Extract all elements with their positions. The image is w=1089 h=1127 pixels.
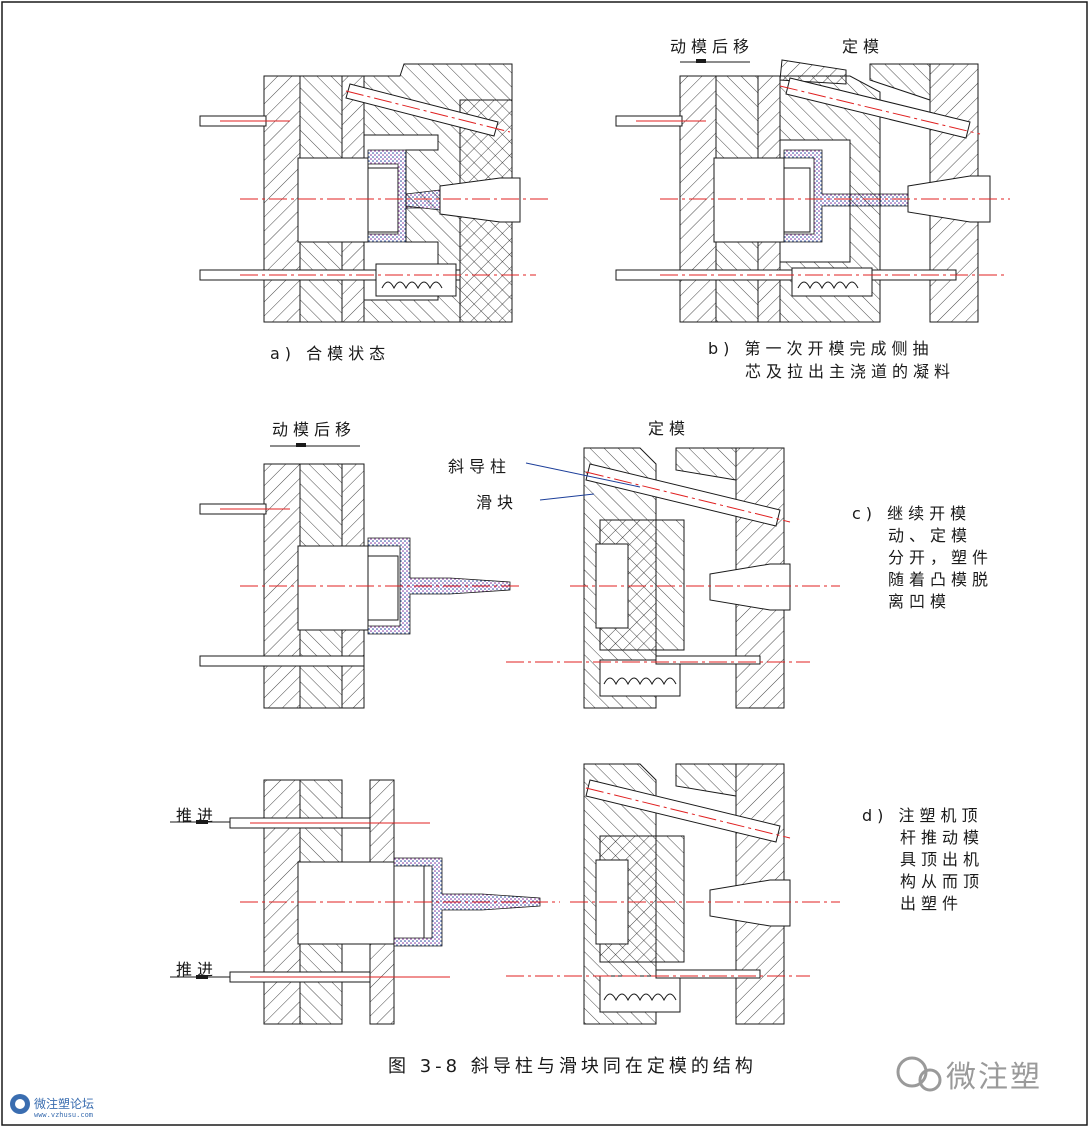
push-label-top: 推进	[176, 806, 219, 825]
panel-b-label-line1: b) 第一次开模完成侧抽	[708, 339, 934, 358]
panel-d-drawing	[170, 763, 840, 1025]
angle-pin-leader	[525, 462, 641, 488]
core	[297, 157, 369, 243]
panel-b-fixed-label: 定模	[842, 37, 885, 56]
watermark-forum: 微注塑论坛	[34, 1097, 95, 1111]
panel-d-desc-2: 杆推动模	[900, 828, 985, 847]
panel-c-moving-label: 动模后移	[272, 420, 357, 439]
panel-d-desc-3: 具顶出机	[900, 850, 985, 869]
watermark-brand: 微注塑	[946, 1060, 1042, 1095]
panel-d-desc-5: 出塑件	[900, 894, 964, 913]
push-label-bottom: 推进	[176, 960, 219, 979]
panel-d-desc-4: 构从而顶	[900, 872, 985, 891]
slider-callout: 滑块	[476, 493, 519, 512]
watermark-url: www.vzhusu.com	[34, 1111, 94, 1119]
panel-c-desc-4: 随着凸模脱	[888, 570, 994, 589]
panel-c-desc-5: 离凹模	[888, 592, 952, 611]
sprue-bushing	[439, 177, 521, 223]
angle-pin	[345, 83, 499, 137]
panel-a-label: a) 合模状态	[270, 344, 391, 363]
panel-b-label-line2: 芯及拉出主浇道的凝料	[745, 362, 956, 381]
panel-a-drawing	[199, 63, 548, 323]
slider-leader	[539, 493, 595, 501]
panel-b-drawing	[615, 59, 1010, 323]
panel-c-drawing	[199, 443, 840, 709]
panel-c-desc-1: c) 继续开模	[852, 504, 972, 523]
panel-c-fixed-label: 定模	[648, 419, 691, 438]
panel-d-desc-1: d) 注塑机顶	[862, 806, 983, 825]
panel-c-desc-3: 分开，塑件	[888, 548, 994, 567]
panel-b-moving-label: 动模后移	[670, 37, 755, 56]
figure-caption: 图 3-8 斜导柱与滑块同在定模的结构	[388, 1056, 757, 1077]
panel-c-desc-2: 动、定模	[888, 526, 973, 545]
angle-pin-callout: 斜导柱	[448, 457, 512, 476]
